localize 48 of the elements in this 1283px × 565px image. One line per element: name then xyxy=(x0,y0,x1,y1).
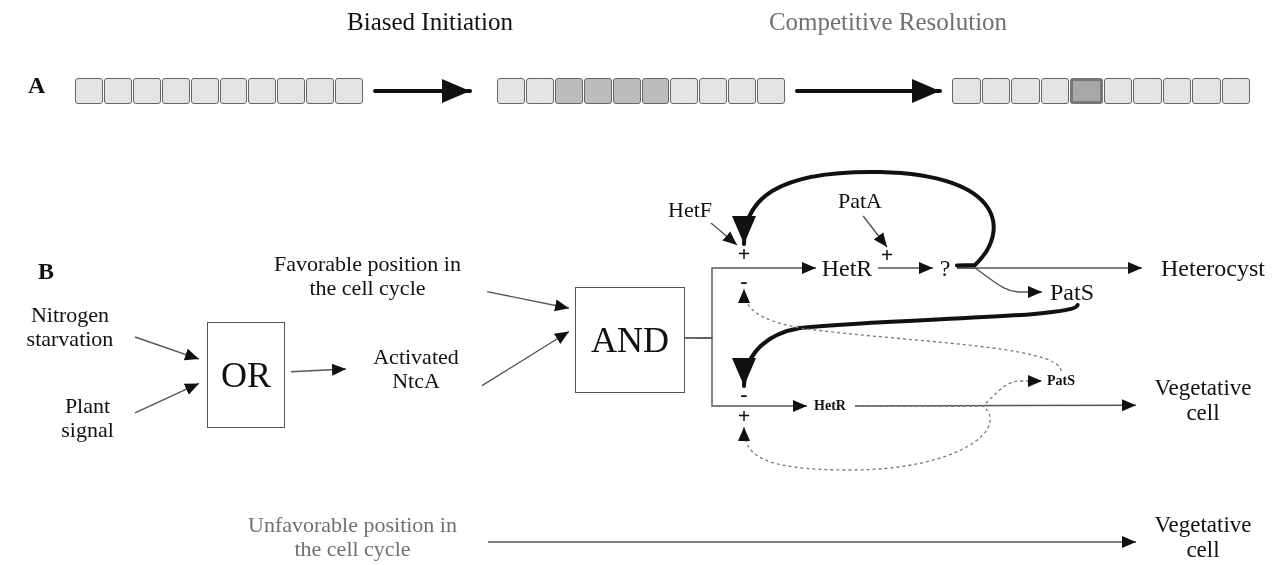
logic-gate-box xyxy=(207,322,285,428)
arrow xyxy=(684,337,808,412)
input-label: Plant signal xyxy=(40,392,135,444)
gate-label: AND xyxy=(591,321,669,359)
gene-label: HetR xyxy=(818,255,876,281)
cell-filament-drawing xyxy=(952,78,1250,104)
arrow xyxy=(956,267,1043,298)
condition-label: Favorable position in the cell cycle xyxy=(250,250,485,302)
gene-label: HetR xyxy=(809,397,851,415)
panel-letter: A xyxy=(28,72,46,99)
edge-label: Competitive Resolution xyxy=(768,8,1008,36)
arrow xyxy=(481,330,570,387)
dashed-arrow xyxy=(738,288,1062,372)
regulation-sign: + xyxy=(737,408,751,424)
arrow xyxy=(487,536,1137,548)
panel-letter: B xyxy=(38,258,54,285)
arrow xyxy=(486,290,570,312)
unknown-factor-label: ? xyxy=(935,255,955,281)
factor-label: Activated NtcA xyxy=(352,343,480,395)
regulation-sign: + xyxy=(879,247,895,263)
arrow xyxy=(862,215,888,248)
regulation-sign: - xyxy=(737,388,751,400)
input-label: Nitrogen starvation xyxy=(5,302,135,352)
cell-fate-label: Vegetative cell xyxy=(1140,512,1266,562)
cell-filament-drawing xyxy=(75,78,363,104)
edge-label: Biased Initiation xyxy=(347,8,513,36)
gene-label: PatS xyxy=(1044,372,1078,390)
arrow xyxy=(733,303,1080,388)
arrow xyxy=(373,79,472,103)
dashed-arrow xyxy=(738,405,991,471)
cell-fate-label: Vegetative cell xyxy=(1140,374,1266,426)
gate-label: OR xyxy=(221,356,271,394)
arrow xyxy=(134,382,200,414)
gene-label: PatS xyxy=(1044,279,1100,305)
arrow xyxy=(290,363,347,376)
cell-fate-label: Heterocyst xyxy=(1148,254,1278,282)
arrow xyxy=(710,222,738,246)
cell-filament-drawing xyxy=(497,78,785,104)
gene-label: HetF xyxy=(660,197,720,223)
arrow xyxy=(795,79,942,103)
arrow xyxy=(733,170,996,268)
gene-label: PatA xyxy=(828,188,892,214)
regulation-sign: - xyxy=(737,276,751,286)
arrow xyxy=(877,262,934,274)
regulation-sign: + xyxy=(737,246,751,262)
arrow xyxy=(134,336,200,361)
condition-label: Unfavorable position in the cell cycle xyxy=(225,512,480,562)
logic-gate-box xyxy=(575,287,685,393)
